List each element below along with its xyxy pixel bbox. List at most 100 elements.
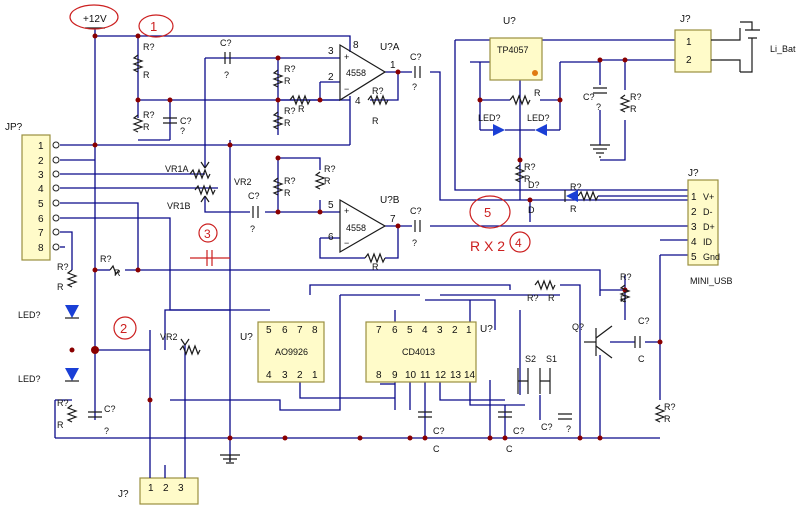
usb-pin-4: 4	[691, 237, 697, 248]
jp-pin-1: 1	[38, 141, 44, 152]
r10-ref: R?	[664, 402, 676, 412]
vcc-symbol: +12V	[83, 14, 107, 29]
r16-val: R	[534, 88, 541, 98]
bat-pin-1: 1	[686, 37, 692, 48]
annotation-rx2: R X 2	[470, 238, 505, 254]
ao9926-pin-6: 6	[282, 325, 288, 336]
opamp-a-pin-4: 4	[355, 96, 361, 107]
opamp-b-pin-7: 7	[390, 214, 396, 225]
jp-pin-4: 4	[38, 184, 44, 195]
c7-val: ?	[104, 426, 109, 436]
jp-ref: JP?	[5, 122, 23, 133]
r2-ref: R?	[143, 110, 155, 120]
led2-ref: LED?	[18, 374, 41, 384]
c3-ref: C?	[410, 52, 422, 62]
r8-ref: R?	[630, 92, 642, 102]
vr1b-label: VR1B	[167, 201, 191, 211]
cd4013-pin-12: 12	[435, 370, 447, 381]
usb-signal-dplus: D+	[703, 222, 715, 232]
opamp-a: + − 4558 U?A 3 2 1 8 4	[328, 40, 400, 107]
r7-val: R	[524, 174, 531, 184]
usb-pin-3: 3	[691, 222, 697, 233]
led1-ref: LED?	[18, 310, 41, 320]
connector-mini-usb: J? 1 2 3 4 5 V+ D- D+ ID Gnd MINI_USB	[687, 168, 733, 286]
usb-pin-2: 2	[691, 207, 697, 218]
tp4057-ref: U?	[503, 16, 516, 27]
c11-val: C	[638, 354, 645, 364]
vr1a-label: VR1A	[165, 164, 189, 174]
c9-ref: C?	[513, 426, 525, 436]
cd4013-pin-14: 14	[464, 370, 476, 381]
c5-val: ?	[412, 238, 417, 248]
svg-text:−: −	[344, 84, 349, 94]
cd4013-pin-11: 11	[420, 370, 431, 381]
r3-val: R	[284, 76, 291, 86]
c8-val: C	[433, 444, 440, 454]
c2-val: ?	[180, 126, 185, 136]
c5-ref: C?	[410, 206, 422, 216]
r12-ref: R?	[57, 398, 69, 408]
r10-val: R	[664, 414, 671, 424]
jp-pin-6: 6	[38, 214, 44, 225]
annotation-5: 5	[484, 205, 491, 220]
jp-pin-3: 3	[38, 170, 44, 181]
opamp-b-part: 4558	[346, 223, 366, 233]
r14-ref: R?	[372, 86, 384, 96]
battery-label: Li_Bat	[770, 44, 796, 54]
annotation-2: 2	[120, 321, 127, 336]
diode-val: D	[528, 205, 535, 215]
tp4057-ic: TP4057 U?	[489, 16, 543, 81]
annotation-1: 1	[150, 19, 157, 34]
r1-val: R	[143, 70, 150, 80]
cd4013-pin-13: 13	[450, 370, 462, 381]
usb-signal-dminus: D-	[703, 207, 713, 217]
diode-ref: D?	[528, 180, 540, 190]
c3-val: ?	[412, 82, 417, 92]
usb-signal-id: ID	[703, 237, 713, 247]
c10-val: ?	[566, 424, 571, 434]
opamp-b: + − 4558 U?B 5 6 7	[328, 195, 400, 254]
opamp-b-pin-6: 6	[328, 232, 334, 243]
r5-ref: R?	[284, 176, 296, 186]
cd4013-pin-5: 5	[407, 325, 413, 336]
cd4013-ref: U?	[480, 324, 493, 335]
cd4013-pin-7: 7	[376, 325, 382, 336]
c7-ref: C?	[104, 404, 116, 414]
ao9926-pin-4: 4	[266, 370, 272, 381]
opamp-a-pin-3: 3	[328, 46, 334, 57]
svg-text:+: +	[344, 52, 349, 62]
usb-signal-vplus: V+	[703, 192, 714, 202]
r15-val: R	[372, 262, 379, 272]
ao9926-pin-2: 2	[297, 370, 303, 381]
annotation-4: 4	[515, 236, 522, 250]
c6-ref: C?	[583, 92, 595, 102]
c4-ref: C?	[248, 191, 260, 201]
r17-ref: R?	[570, 182, 582, 192]
ao9926-ref: U?	[240, 332, 253, 343]
annotation-3: 3	[204, 227, 211, 241]
ao9926-pin-5: 5	[266, 325, 272, 336]
potentiometers: VR1A VR1B VR2 VR2	[160, 161, 252, 356]
opamp-a-pin-2: 2	[328, 72, 334, 83]
r12-val: R	[57, 420, 64, 430]
leds: LED? LED? LED? LED?	[18, 113, 550, 384]
opamp-a-pin-1: 1	[390, 60, 396, 71]
r5-val: R	[284, 188, 291, 198]
r3-ref: R?	[284, 64, 296, 74]
r1-ref: R?	[143, 42, 155, 52]
opamp-a-ref: U?A	[380, 42, 400, 53]
c4-val: ?	[250, 224, 255, 234]
cd4013-pin-8: 8	[376, 370, 382, 381]
capacitors: C? ? C? ? C? ? C? ? C? ? C? ? C? ? C? C …	[88, 38, 650, 454]
r17-val: R	[570, 204, 577, 214]
cd4013-pin-2: 2	[452, 325, 458, 336]
vr2b-label: VR2	[160, 332, 178, 342]
c2-ref: C?	[180, 116, 192, 126]
bottom-conn-ref: J?	[118, 489, 129, 500]
led4-ref: LED?	[527, 113, 550, 123]
connector-jp: JP? 1 2 3 4 5 6 7 8	[5, 122, 60, 261]
svg-text:+: +	[344, 206, 349, 216]
bat-ref: J?	[680, 14, 691, 25]
ao9926-pin-8: 8	[312, 325, 318, 336]
